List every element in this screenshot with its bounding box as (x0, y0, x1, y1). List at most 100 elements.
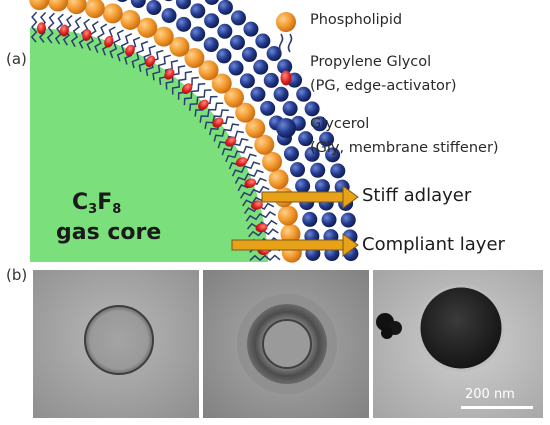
glycerol-molecule (228, 60, 244, 76)
glycerol-molecule (321, 212, 337, 228)
glycerol-molecule (146, 0, 162, 16)
tem-image-2 (203, 270, 369, 418)
propylene-glycol-dot (59, 24, 69, 37)
phospholipid-head (84, 0, 105, 19)
glycerol-molecule (216, 48, 232, 64)
propylene-glycol-dot (212, 117, 224, 128)
phospholipid-head (235, 102, 256, 123)
glycerol-molecule (117, 0, 128, 2)
propylene-glycol-icon (280, 70, 292, 86)
compliant-layer-label: Compliant layer (362, 234, 505, 255)
lipid-tail (183, 82, 206, 106)
glycerol-molecule (250, 86, 266, 102)
glycerol-molecule (217, 23, 233, 39)
glycerol-molecule (204, 0, 219, 5)
lipid-tail (246, 219, 278, 230)
propylene-glycol-dot (104, 35, 114, 48)
lipid-tail (70, 16, 82, 48)
phospholipid-head (198, 60, 219, 81)
phospholipid-head (224, 87, 245, 108)
glycerol-molecule (266, 46, 282, 62)
phospholipid-head (280, 223, 301, 244)
glycerol-molecule (319, 131, 335, 147)
glycerol-molecule (304, 101, 320, 117)
phospholipid-head (277, 205, 298, 226)
lipid-tail (78, 18, 91, 49)
phospholipid-head (262, 151, 283, 172)
lipid-tail (116, 33, 133, 62)
lipid-tail (152, 54, 171, 81)
glycerol-icon (276, 118, 296, 138)
glycerol-molecule (253, 59, 269, 75)
propylene-glycol-dot (145, 55, 156, 67)
compliant-layer-arrow (231, 233, 359, 257)
glycerol-molecule (175, 0, 191, 10)
lipid-tail (245, 211, 276, 222)
glycerol-molecule (255, 33, 271, 49)
propylene-glycol-dot (244, 178, 257, 188)
tem-image-3: 200 nm (373, 270, 543, 418)
glycerol-molecule (230, 10, 246, 26)
lipid-tail (189, 89, 212, 111)
scale-bar-label: 200 nm (465, 387, 515, 402)
core-formula: C3F8 (72, 190, 122, 217)
phospholipid-layer (29, 0, 302, 263)
glycerol-molecule (302, 211, 318, 227)
phospholipid-head (184, 47, 205, 68)
phospholipid-head (245, 118, 266, 139)
propylene-glycol-layer (36, 22, 270, 256)
glycerol-molecule (239, 73, 255, 89)
glycerol-molecule (277, 59, 293, 75)
phospholipid-head (211, 73, 232, 94)
glycerol-molecule (176, 16, 192, 32)
legend-phospholipid: Phospholipid (310, 12, 403, 28)
propylene-glycol-dot (125, 44, 135, 57)
lipid-tail (158, 59, 179, 85)
lipid-tail (131, 40, 149, 69)
phospholipid-head (66, 0, 87, 15)
propylene-glycol-dot (225, 136, 237, 147)
glycerol-molecule (298, 131, 314, 147)
glycerol-molecule (314, 179, 330, 195)
lipid-tail (54, 13, 64, 45)
glycerol-molecule (161, 8, 177, 24)
glycerol-molecule (190, 26, 206, 42)
glycerol-molecule (273, 86, 289, 102)
lipid-tail (217, 130, 244, 149)
lipid-tail (109, 29, 124, 59)
glycerol-molecule (290, 162, 306, 178)
glycerol-molecule (330, 163, 346, 179)
lipid-tail (249, 254, 281, 262)
tem-image-1 (33, 270, 199, 418)
lipid-tail (234, 169, 264, 184)
lipid-tail (30, 11, 38, 43)
glycerol-molecule (340, 212, 356, 228)
glycerol-molecule (296, 86, 312, 102)
glycerol-molecule (204, 13, 220, 29)
lipid-tail (204, 109, 229, 129)
lipid-tail (171, 70, 193, 95)
gas-core (30, 28, 268, 262)
phospholipid-head (254, 134, 275, 155)
glycerol-molecule (260, 100, 276, 116)
phospholipid-head (153, 26, 174, 47)
phospholipid-head (268, 169, 289, 190)
phospholipid-head (169, 36, 190, 57)
core-label: gas core (56, 220, 162, 245)
lipid-tail (138, 45, 156, 73)
propylene-glycol-dot (255, 223, 268, 233)
lipid-tail (225, 145, 253, 163)
propylene-glycol-dot (36, 22, 46, 35)
propylene-glycol-dot (251, 200, 263, 210)
propylene-glycol-dot (82, 29, 92, 41)
phospholipid-head (137, 17, 158, 38)
phospholipid-head (48, 0, 69, 12)
legend-pg-line1: Propylene Glycol (310, 54, 432, 70)
lipid-tail (94, 23, 108, 54)
stiff-adlayer-label: Stiff adlayer (362, 185, 472, 206)
lipid-tail (46, 12, 55, 44)
lipid-tail (239, 185, 270, 199)
propylene-glycol-dot (181, 83, 193, 94)
glycerol-molecule (325, 147, 341, 163)
glycerol-molecule (130, 0, 146, 9)
